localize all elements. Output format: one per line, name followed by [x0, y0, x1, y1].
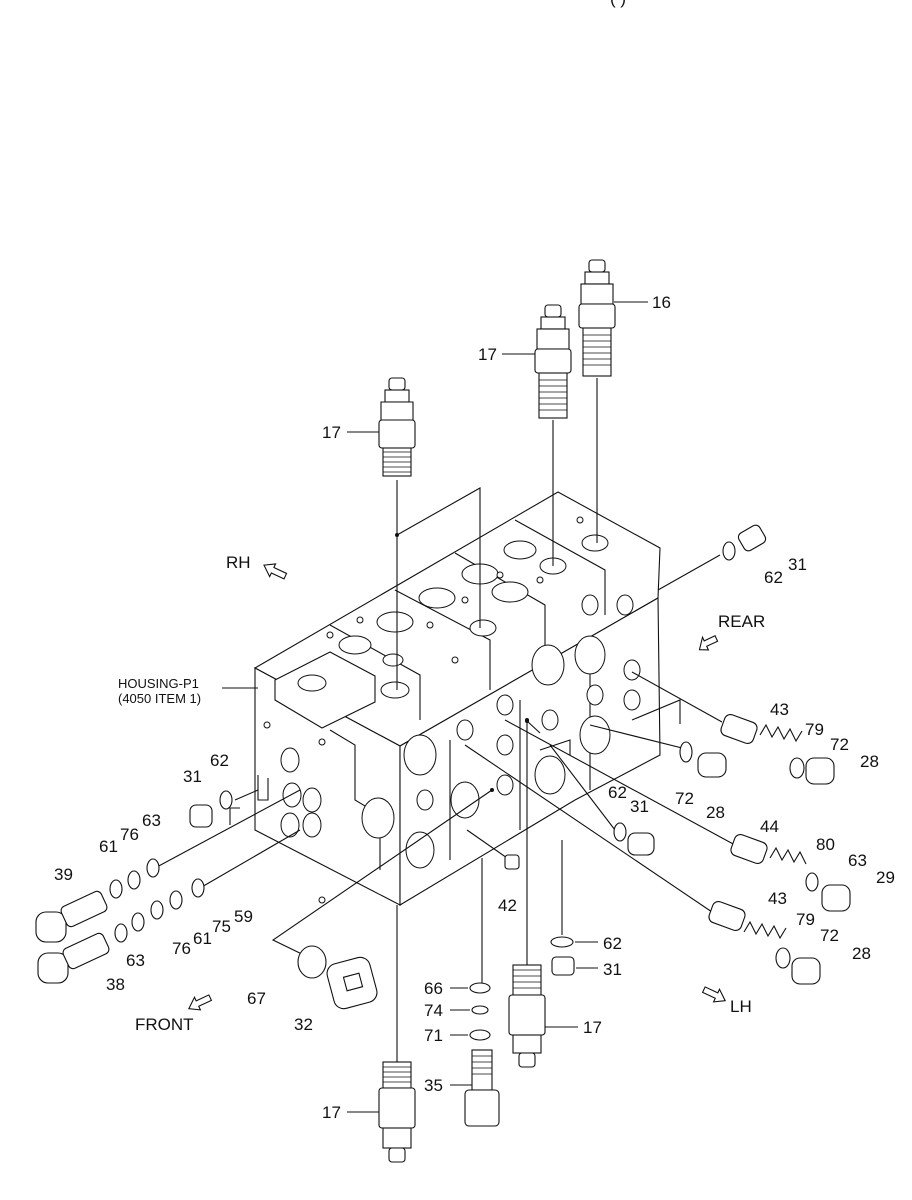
plug-31-oring-62-lower — [550, 936, 575, 976]
spool-39-group — [35, 858, 160, 943]
housing-label: HOUSING-P1 — [118, 676, 199, 691]
relief-valve-17-bottom — [378, 1061, 416, 1163]
callout-38: 38 — [106, 975, 125, 994]
spool-44-group — [730, 833, 851, 912]
callout-17: 17 — [322, 1103, 341, 1122]
direction-front: FRONT — [135, 1015, 194, 1034]
callout-63: 63 — [142, 811, 161, 830]
callout-62: 62 — [608, 783, 627, 802]
callout-62: 62 — [210, 751, 229, 770]
callout-44: 44 — [760, 817, 779, 836]
plug-31-oring-62-left — [189, 790, 233, 828]
callout-43: 43 — [770, 700, 789, 719]
callout-42: 42 — [498, 896, 517, 915]
plug-42 — [504, 854, 520, 870]
callout-79: 79 — [796, 910, 815, 929]
plug-32 — [297, 945, 378, 1010]
callout-72: 72 — [675, 789, 694, 808]
callout-39: 39 — [54, 865, 73, 884]
callout-31: 31 — [630, 797, 649, 816]
callout-62: 62 — [764, 568, 783, 587]
callout-29: 29 — [876, 868, 895, 887]
front-arrow-icon — [187, 994, 213, 1011]
callout-72: 72 — [830, 735, 849, 754]
callout-71: 71 — [424, 1026, 443, 1045]
callout-17: 17 — [478, 345, 497, 364]
callout-43: 43 — [768, 889, 787, 908]
callout-17: 17 — [583, 1018, 602, 1037]
spool-43-lower-group — [708, 900, 821, 985]
lh-arrow-icon — [701, 986, 727, 1003]
callout-66: 66 — [424, 979, 443, 998]
callout-35: 35 — [424, 1076, 443, 1095]
relief-valve-17-upper — [378, 377, 416, 477]
callout-63: 63 — [848, 851, 867, 870]
relief-valve-17-mid — [534, 304, 572, 419]
callout-31: 31 — [603, 960, 622, 979]
spool-43-upper-group — [679, 713, 835, 785]
callout-61: 61 — [193, 929, 212, 948]
callout-63: 63 — [126, 951, 145, 970]
o-rings-66-74-71 — [469, 982, 491, 1041]
callout-16: 16 — [652, 293, 671, 312]
housing-label-item: (4050 ITEM 1) — [118, 691, 201, 706]
rh-arrow-icon — [263, 563, 288, 580]
callout-67: 67 — [247, 989, 266, 1008]
leader-lines — [154, 378, 736, 1062]
callout-32: 32 — [294, 1015, 313, 1034]
direction-arrows — [187, 563, 727, 1011]
header-partial-text: ( ) — [610, 0, 626, 8]
callout-76: 76 — [120, 825, 139, 844]
rear-arrow-icon — [698, 635, 719, 651]
fitting-35 — [464, 1049, 500, 1127]
relief-valve-16 — [578, 259, 616, 377]
callout-28: 28 — [860, 752, 879, 771]
direction-rear: REAR — [718, 612, 765, 631]
callout-76: 76 — [172, 939, 191, 958]
callout-61: 61 — [99, 837, 118, 856]
callout-75: 75 — [212, 917, 231, 936]
callout-17: 17 — [322, 423, 341, 442]
callout-74: 74 — [424, 1001, 443, 1020]
plug-31-oring-62-top — [722, 524, 767, 561]
callout-79: 79 — [805, 720, 824, 739]
direction-lh: LH — [730, 997, 752, 1016]
callout-72: 72 — [820, 926, 839, 945]
callout-31: 31 — [183, 767, 202, 786]
callout-31: 31 — [788, 555, 807, 574]
plug-31-oring-62-mid — [613, 822, 655, 856]
callout-28: 28 — [706, 803, 725, 822]
direction-rh: RH — [226, 553, 251, 572]
callout-80: 80 — [816, 835, 835, 854]
callout-28: 28 — [852, 944, 871, 963]
relief-valve-17-lower — [508, 964, 546, 1068]
callout-62: 62 — [603, 934, 622, 953]
callout-59: 59 — [234, 907, 253, 926]
valve-housing — [253, 491, 661, 906]
spool-38-group — [37, 878, 205, 984]
